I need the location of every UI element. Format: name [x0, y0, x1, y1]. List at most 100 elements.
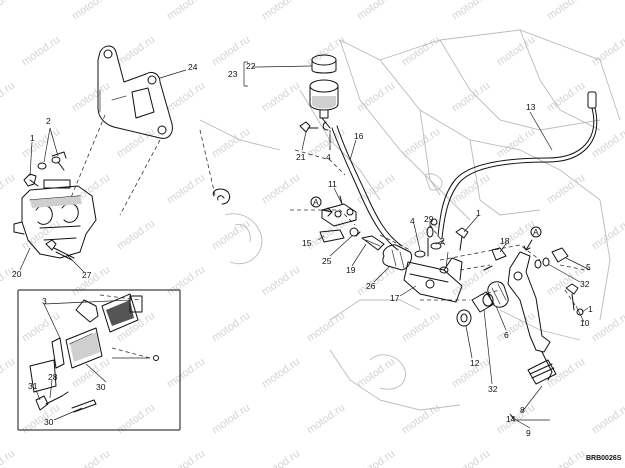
callout-29: 29 [424, 214, 434, 224]
watermark-text: motod.ru [20, 310, 62, 345]
callout-4-reservoir: 4 [326, 152, 331, 162]
watermark-text: motod.ru [450, 0, 492, 22]
callout-10: 10 [580, 318, 590, 328]
callout-25: 25 [322, 256, 332, 266]
watermark-text: motod.ru [20, 126, 62, 161]
watermark-text: motod.ru [590, 34, 625, 69]
watermark-text: motod.ru [305, 402, 347, 437]
watermark-text: motod.ru [210, 402, 252, 437]
watermark-text: motod.ru [210, 218, 252, 253]
watermark-text: motod.ru [495, 34, 537, 69]
mount-plate-15 [319, 229, 345, 243]
callout-labels: 1 2 24 20 27 3 30 28 31 30 22 23 21 4 16… [12, 61, 622, 462]
watermark-text: motod.ru [115, 402, 157, 437]
pushrod-19 [361, 235, 385, 251]
callout-2-cylinder: 2 [440, 236, 445, 246]
watermark-text: motod.ru [115, 34, 157, 69]
watermark-text: motod.ru [450, 172, 492, 207]
watermark-text: motod.ru [545, 172, 587, 207]
watermark-text: motod.ru [0, 448, 17, 468]
watermark-text: motod.ru [260, 356, 302, 391]
callout-32-right: 32 [580, 279, 590, 289]
retaining-clip [212, 188, 231, 205]
callout-1-caliper: 1 [30, 133, 35, 143]
callout-14: 14 [506, 414, 516, 424]
brake-pedal [507, 251, 557, 385]
watermark-text: motod.ru [305, 310, 347, 345]
watermark-text: motod.ru [165, 264, 207, 299]
watermark-text: motod.ru [590, 126, 625, 161]
watermark-text: motod.ru [165, 172, 207, 207]
watermark-text: motod.ru [0, 356, 17, 391]
pedal-pin-18 [483, 247, 507, 271]
return-spring-pin-5 [542, 247, 569, 267]
callout-13: 13 [526, 102, 536, 112]
callout-1-right: 1 [588, 304, 593, 314]
frame-outline [199, 29, 621, 411]
callout-27: 27 [82, 270, 92, 280]
watermark-text: motod.ru [450, 448, 492, 468]
caliper-bracket [97, 45, 173, 139]
callout-17: 17 [390, 293, 400, 303]
callout-1-cylinder: 1 [476, 208, 481, 218]
sealing-washer-4 [414, 242, 449, 274]
watermark-text: motod.ru [20, 34, 62, 69]
pivot-washer-12 [456, 309, 472, 327]
pivot-bushing-32 [471, 291, 495, 313]
callout-8: 8 [520, 405, 525, 415]
watermark-text: motod.ru [0, 80, 17, 115]
callout-22: 22 [246, 61, 256, 71]
watermark-text: motod.ru [590, 402, 625, 437]
brake-pads-inset [17, 289, 181, 431]
callout-31: 31 [28, 381, 38, 391]
watermark-text: motod.ru [400, 218, 442, 253]
watermark-text: motod.ru [260, 264, 302, 299]
callout-18: 18 [500, 236, 510, 246]
pedal-bearing-6 [487, 281, 509, 308]
watermark-text: motod.ru [400, 310, 442, 345]
watermark-text: motod.ru [165, 448, 207, 468]
watermark-text: motod.ru [260, 448, 302, 468]
callout-3: 3 [42, 296, 47, 306]
brake-fluid-reservoir [309, 54, 339, 131]
caliper-bolt-27 [45, 239, 75, 261]
callout-6: 6 [504, 330, 509, 340]
watermark-text: motod.ru [165, 0, 207, 22]
watermark-text: motod.ru [495, 402, 537, 437]
watermark-text: motod.ru [70, 448, 112, 468]
watermark-text: motod.ru [355, 356, 397, 391]
brake-switch-cable [437, 91, 598, 239]
washer-32-right [534, 259, 542, 269]
watermark-text: motod.ru [0, 172, 17, 207]
callout-15: 15 [302, 238, 312, 248]
callout-4-cylinder: 4 [410, 216, 415, 226]
view-marker-a-right-label: A [533, 227, 539, 237]
callout-24: 24 [188, 62, 198, 72]
callout-16: 16 [354, 131, 364, 141]
callout-11: 11 [328, 179, 337, 189]
callout-2-caliper: 2 [46, 116, 51, 126]
watermark-text: motod.ru [210, 126, 252, 161]
caliper-pin-2 [37, 151, 67, 171]
callout-30-inset-top: 30 [96, 382, 106, 392]
callout-26: 26 [366, 281, 376, 291]
callout-28: 28 [48, 372, 58, 382]
watermark-text: motod.ru [260, 172, 302, 207]
watermark-text: motod.ru [305, 34, 347, 69]
callout-20: 20 [12, 269, 22, 279]
callout-12: 12 [470, 358, 480, 368]
reservoir-hose [331, 125, 403, 251]
callout-30-inset-bottom: 30 [44, 417, 54, 427]
master-cylinder-body [403, 257, 463, 303]
reservoir-bolt-21 [299, 121, 319, 133]
brake-caliper [13, 179, 97, 259]
watermark-text: motod.ru [400, 126, 442, 161]
leader-lines [19, 61, 591, 429]
callout-9: 9 [526, 428, 531, 438]
watermark-text: motod.ru [0, 0, 17, 22]
view-marker-a-left-label: A [313, 197, 319, 207]
watermark-text: motod.ru [355, 0, 397, 22]
bracket-bolt-25 [349, 227, 361, 237]
